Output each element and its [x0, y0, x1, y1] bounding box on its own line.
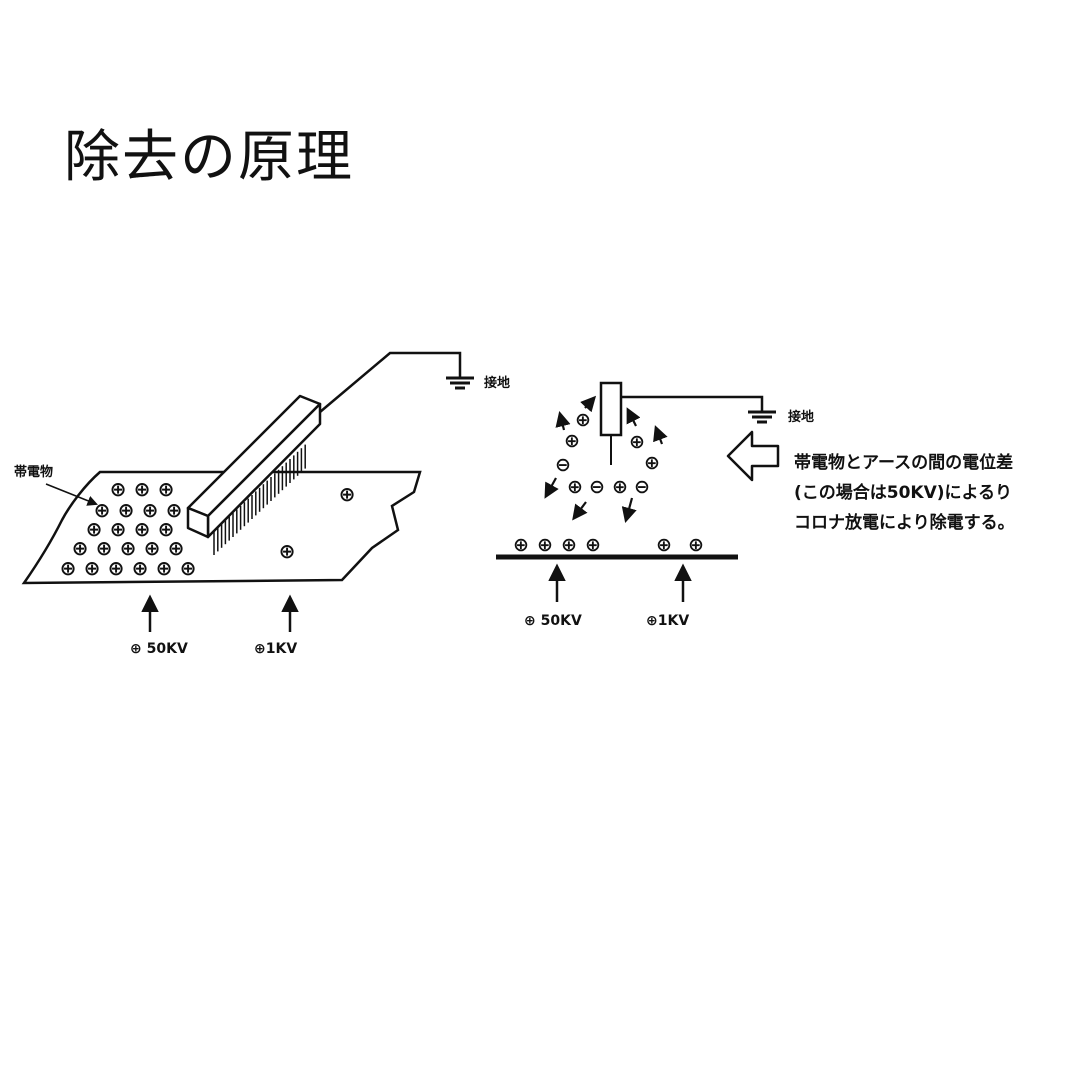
- plus-charge: ⊕: [688, 534, 704, 556]
- plus-charge: ⊕: [158, 517, 175, 541]
- plus-charge: ⊕: [156, 556, 173, 580]
- brush-bristles: [213, 444, 306, 555]
- plus-ion: ⊕: [629, 431, 645, 453]
- plus-charge: ⊕: [168, 536, 185, 560]
- electrode: [599, 381, 623, 437]
- plus-charge: ⊕: [110, 517, 127, 541]
- page-title: 除去の原理: [64, 125, 354, 190]
- plus-charge: ⊕: [142, 498, 159, 522]
- voltage-low-left: ⊕1KV: [254, 641, 297, 657]
- ground-symbol-left: [446, 376, 474, 390]
- plus-charge: ⊕: [110, 477, 127, 501]
- plus-charge: ⊕: [585, 534, 601, 556]
- potential-difference-arrow: [726, 430, 780, 482]
- plus-charge: ⊕: [166, 498, 183, 522]
- ion-cloud: ⊕⊕⊕⊕⊖⊕⊖⊕⊖: [555, 409, 660, 498]
- right-diagram: 接地 ⊕⊕⊕⊕⊖⊕⊖⊕⊖ ⊕⊕⊕⊕⊕⊕ ⊕ 50KV ⊕1KV 帯電物とアースの…: [496, 381, 1015, 629]
- plus-ion: ⊕: [575, 409, 591, 431]
- plus-charge: ⊕: [86, 517, 103, 541]
- charged-object-label: 帯電物: [14, 464, 53, 480]
- plus-charge: ⊕: [561, 534, 577, 556]
- plus-charge: ⊕: [132, 556, 149, 580]
- left-diagram: 接地 帯電物 ⊕⊕⊕⊕⊕⊕⊕⊕⊕⊕⊕⊕⊕⊕⊕⊕⊕⊕⊕⊕⊕⊕⊕⊕ ⊕ 50KV ⊕…: [14, 351, 510, 657]
- minus-ion: ⊖: [555, 454, 571, 476]
- plus-charge: ⊕: [134, 517, 151, 541]
- brush-bar: [186, 394, 322, 539]
- ground-label-left: 接地: [484, 375, 510, 391]
- plus-charge: ⊕: [513, 534, 529, 556]
- plus-charge: ⊕: [72, 536, 89, 560]
- plus-ion: ⊕: [567, 476, 583, 498]
- surface-charges: ⊕ ⊕ ⊕ ⊕ ⊕ ⊕: [513, 534, 704, 556]
- description-line-2: (この場合は50KV)によるり: [794, 482, 1012, 503]
- voltage-high-right: ⊕ 50KV: [524, 613, 582, 629]
- ground-wire-left: [319, 351, 462, 413]
- ground-wire-right: [621, 395, 764, 412]
- minus-ion: ⊖: [634, 476, 650, 498]
- voltage-low-right: ⊕1KV: [646, 613, 689, 629]
- plus-charge: ⊕: [96, 536, 113, 560]
- plus-charge: ⊕: [60, 556, 77, 580]
- plus-ion: ⊕: [644, 452, 660, 474]
- ground-symbol-right: [748, 410, 776, 424]
- plus-ion: ⊕: [612, 476, 628, 498]
- plus-charge: ⊕: [120, 536, 137, 560]
- minus-ion: ⊖: [589, 476, 605, 498]
- plus-ion: ⊕: [564, 430, 580, 452]
- sheet-charges: ⊕⊕⊕⊕⊕⊕⊕⊕⊕⊕⊕⊕⊕⊕⊕⊕⊕⊕⊕⊕⊕⊕⊕⊕: [60, 477, 356, 580]
- ground-label-right: 接地: [788, 409, 814, 425]
- plus-charge: ⊕: [118, 498, 135, 522]
- plus-charge: ⊕: [108, 556, 125, 580]
- plus-charge: ⊕: [94, 498, 111, 522]
- description-line-3: コロナ放電により除電する。: [794, 512, 1015, 533]
- flow-arrows: [544, 395, 668, 523]
- voltage-high-left: ⊕ 50KV: [130, 641, 188, 657]
- plus-charge: ⊕: [180, 556, 197, 580]
- plus-charge: ⊕: [279, 539, 296, 563]
- plus-charge: ⊕: [144, 536, 161, 560]
- charged-label-pointer: [45, 483, 98, 506]
- plus-charge: ⊕: [656, 534, 672, 556]
- plus-charge: ⊕: [158, 477, 175, 501]
- plus-charge: ⊕: [134, 477, 151, 501]
- plus-charge: ⊕: [537, 534, 553, 556]
- description-line-1: 帯電物とアースの間の電位差: [794, 452, 1013, 473]
- plus-charge: ⊕: [84, 556, 101, 580]
- plus-charge: ⊕: [339, 482, 356, 506]
